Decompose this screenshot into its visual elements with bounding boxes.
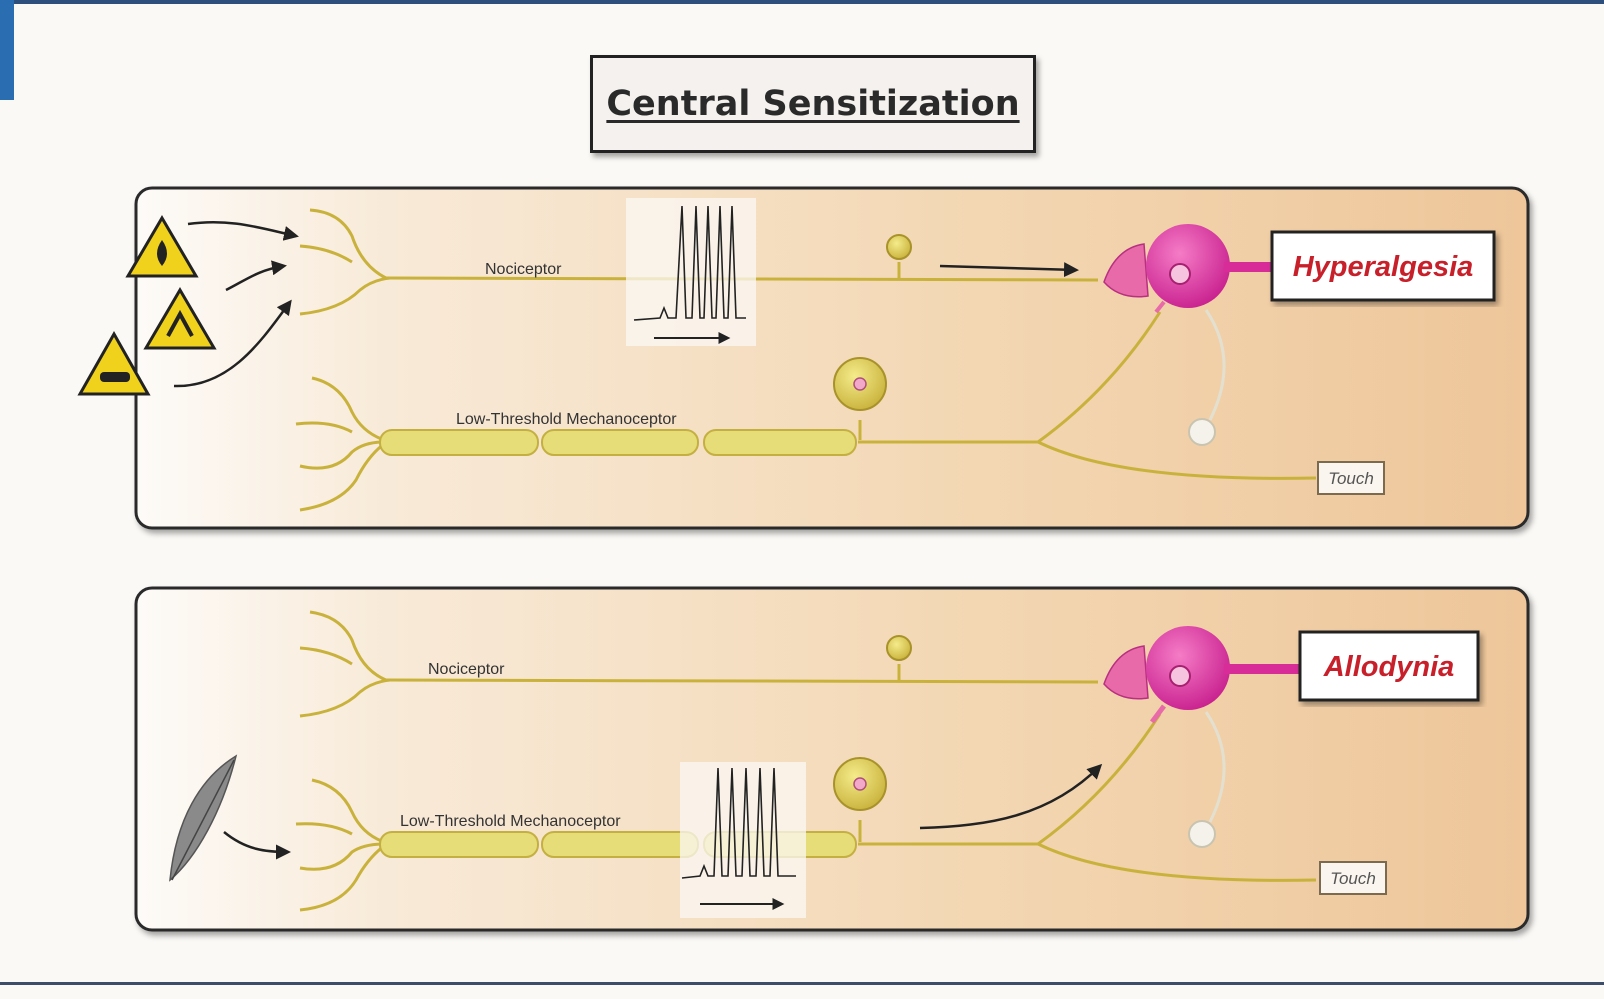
action-potential-inset <box>680 762 806 918</box>
mechanoceptor-nucleus <box>854 378 866 390</box>
action-potential-inset <box>626 198 756 346</box>
touch-label: Touch <box>1330 869 1376 888</box>
nociceptor-label: Nociceptor <box>485 261 562 278</box>
interneuron-cell-body <box>1189 419 1215 445</box>
outcome-box-hyperalgesia: Hyperalgesia <box>1272 232 1494 300</box>
outcome-label: Allodynia <box>1323 651 1455 683</box>
nociceptor-label: Nociceptor <box>428 661 505 678</box>
nociceptor-cell-body <box>887 636 911 660</box>
touch-label: Touch <box>1328 469 1374 488</box>
mechanoceptor-nucleus <box>854 778 866 790</box>
touch-box: Touch <box>1320 862 1386 894</box>
panel-hyperalgesia: Nociceptor Low-Threshold Mechanoce <box>80 188 1528 528</box>
myelin-sheath <box>380 430 856 455</box>
mechanoceptor-label: Low-Threshold Mechanoceptor <box>456 411 677 428</box>
nociceptor-cell-body <box>887 235 911 259</box>
touch-box: Touch <box>1318 462 1384 494</box>
panel-allodynia: Nociceptor Low-Threshold Mechanoceptor <box>136 588 1528 930</box>
mechanoceptor-label: Low-Threshold Mechanoceptor <box>400 813 621 830</box>
outcome-box-allodynia: Allodynia <box>1300 632 1478 700</box>
interneuron-cell-body <box>1189 821 1215 847</box>
outcome-label: Hyperalgesia <box>1293 251 1474 283</box>
